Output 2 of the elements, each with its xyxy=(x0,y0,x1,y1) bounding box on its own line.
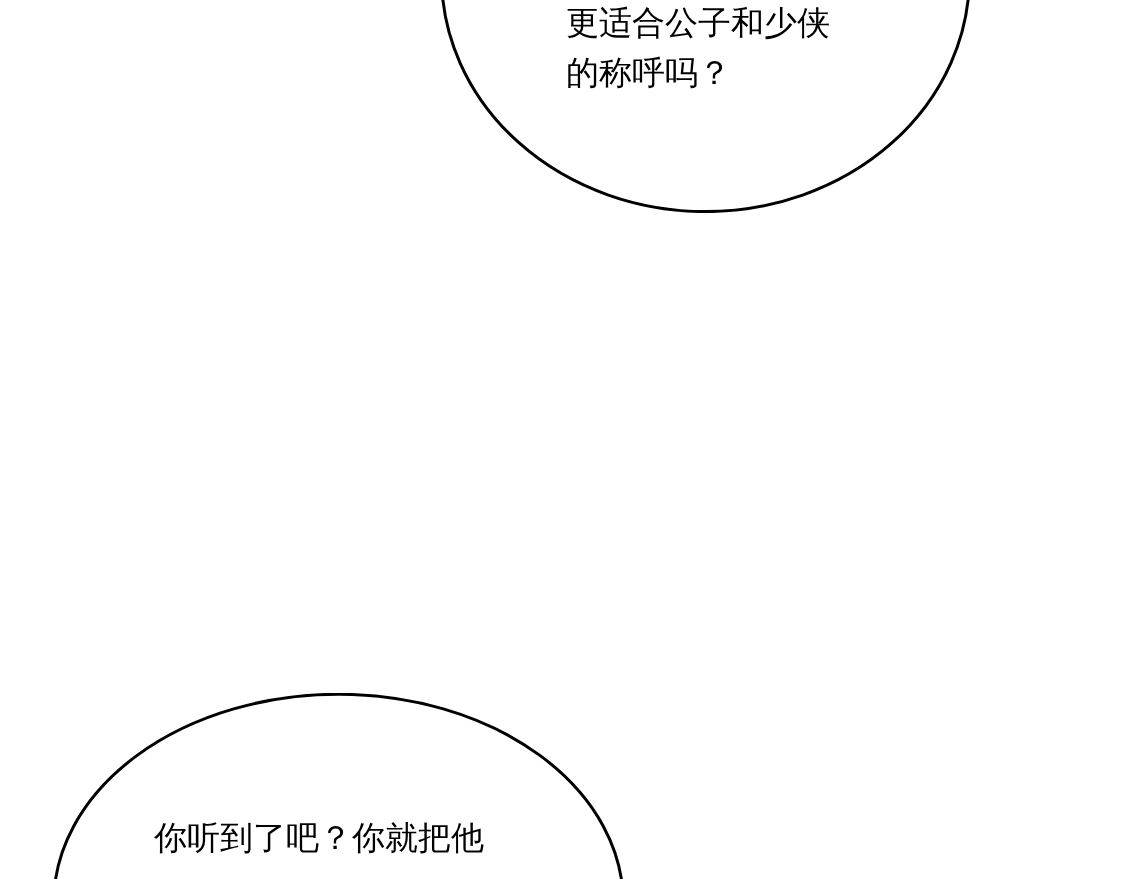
dialogue-text: 你听到了吧？你就把他 xyxy=(154,817,485,859)
dialogue-text: 更适合公子和少侠的称呼吗？ xyxy=(566,2,831,94)
